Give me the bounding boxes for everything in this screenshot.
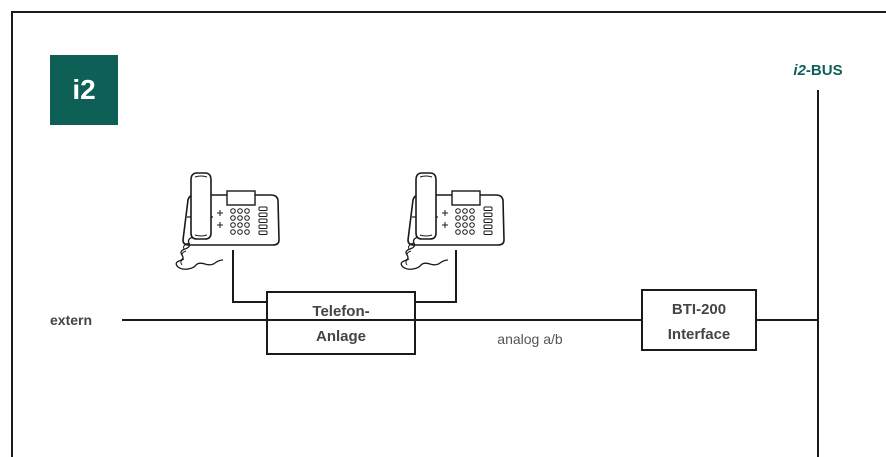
extern-label: extern [50,312,92,328]
bti-line1: BTI-200 [672,301,726,318]
bus-label-suffix: -BUS [806,62,843,79]
logo-text: i2 [72,74,95,105]
bti-interface-box: BTI-200 Interface [641,289,757,351]
frame-border [11,11,886,457]
analog-label: analog a/b [497,331,563,347]
telefon-anlage-box: Telefon- Anlage [266,291,416,355]
desk-telephone-icon [400,172,505,271]
telefon-anlage-line2: Anlage [316,328,366,345]
logo-background [50,55,118,125]
i2-logo: i2 [50,55,118,125]
bus-label-prefix: i2 [793,62,806,79]
desk-telephone-icon [175,172,280,271]
bus-label: i2-BUS [793,62,842,79]
phone-1-cable [232,250,268,303]
bti-line2: Interface [668,326,731,343]
telefon-anlage-line1: Telefon- [312,303,369,320]
phone-2-cable [414,250,457,303]
